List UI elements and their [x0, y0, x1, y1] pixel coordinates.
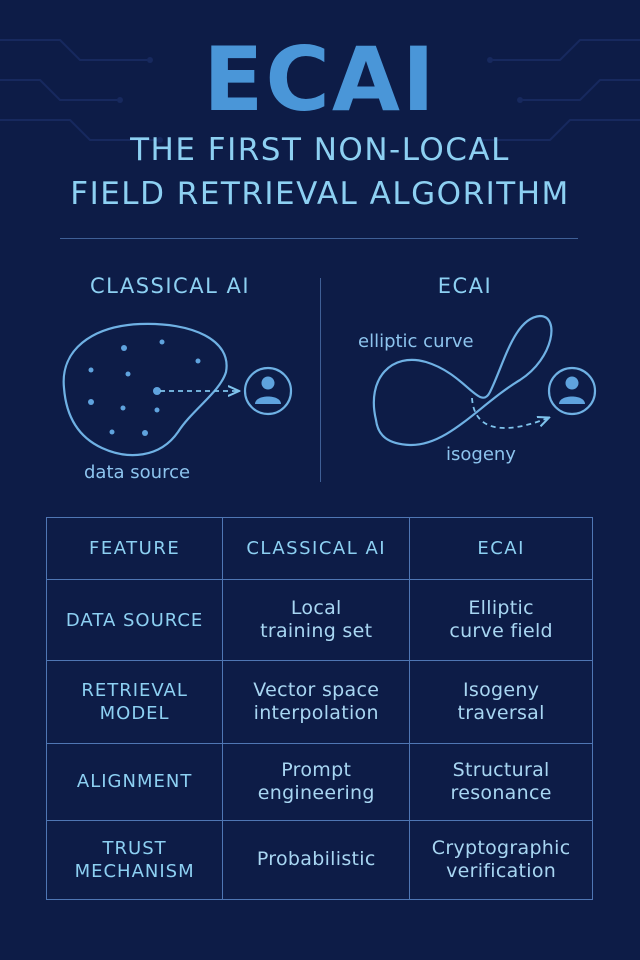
elliptic-curve-loop [372, 314, 553, 447]
cell-line: Elliptic [468, 597, 534, 620]
cell-line: RETRIEVAL [81, 679, 188, 701]
subtitle-line-1: THE FIRST NON-LOCAL [130, 132, 510, 168]
cell-line: verification [446, 859, 557, 882]
cell-line: interpolation [253, 701, 379, 724]
header-ecai: ECAI [409, 516, 593, 581]
cell-line: Structural [452, 758, 550, 781]
header-classical-ai: CLASSICAL AI [222, 516, 411, 581]
cell-line: MODEL [99, 702, 170, 724]
row-classical: Probabilistic [222, 819, 411, 901]
cell-line: ALIGNMENT [76, 771, 193, 793]
cell-line: engineering [257, 781, 375, 804]
comparison-diagram [62, 314, 597, 457]
isogeny-path [471, 397, 548, 429]
cell-line: Probabilistic [256, 848, 376, 871]
ecai-heading: ECAI [437, 274, 493, 298]
comparison-table: FEATURE CLASSICAL AI ECAI DATA SOURCE Lo… [45, 516, 593, 901]
classical-ai-heading: CLASSICAL AI [89, 274, 251, 298]
data-source-blob [62, 322, 228, 457]
cell-line: Local [290, 597, 342, 620]
cell-line: resonance [450, 781, 552, 804]
panel-divider [320, 278, 321, 482]
user-icon [243, 366, 293, 416]
cell-line: Cryptographic [431, 836, 571, 859]
page-title: ECAI [203, 28, 437, 131]
cell-line: curve field [449, 620, 553, 643]
data-points [88, 339, 201, 436]
data-source-label: data source [84, 462, 191, 483]
isogeny-label: isogeny [446, 444, 516, 465]
elliptic-curve-label: elliptic curve [358, 331, 474, 352]
header-divider [60, 238, 578, 239]
user-icon [547, 366, 597, 416]
cell-line: TRUST [102, 837, 167, 859]
row-feature: DATA SOURCE [45, 579, 224, 662]
cell-line: traversal [457, 701, 545, 724]
cell-line: training set [260, 620, 373, 643]
cell-line: Prompt [281, 758, 352, 781]
header-feature: FEATURE [45, 516, 224, 581]
table-header-row: FEATURE CLASSICAL AI ECAI [45, 516, 593, 581]
cell-line: Vector space [253, 678, 380, 701]
cell-line: MECHANISM [74, 860, 195, 882]
subtitle-line-2: FIELD RETRIEVAL ALGORITHM [70, 176, 570, 212]
circuit-background [0, 39, 640, 143]
cell-line: DATA SOURCE [65, 609, 204, 631]
cell-line: Isogeny [462, 678, 540, 701]
row-feature: ALIGNMENT [45, 742, 224, 821]
